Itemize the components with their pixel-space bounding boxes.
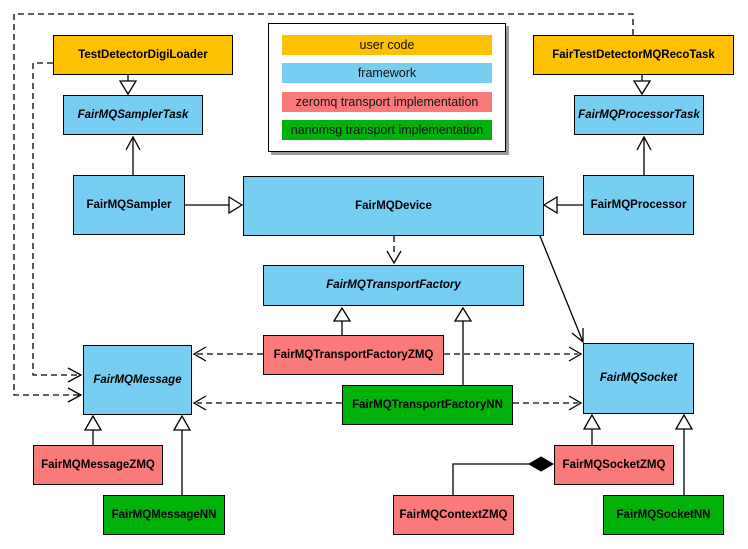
dependency-factorynn-socket [513, 395, 583, 411]
class-label: FairMQTransportFactory [326, 279, 461, 292]
class-box-fairmqdevice: FairMQDevice [243, 176, 544, 236]
dependency-device-transportfactory [386, 236, 402, 265]
dependency-recotask-message [13, 13, 634, 403]
legend-label: framework [357, 66, 417, 81]
class-label: FairMQSocketZMQ [562, 458, 666, 471]
class-box-fairmqprocessortask: FairMQProcessorTask [574, 95, 704, 135]
class-box-fairmqtransportfactorynn: FairMQTransportFactoryNN [342, 385, 513, 425]
class-label: FairMQContextZMQ [399, 508, 508, 521]
association-sampler-samplertask [125, 135, 141, 175]
class-label: FairMQSocketNN [616, 508, 711, 521]
class-box-fairtestdetectormqrecotask: FairTestDetectorMQRecoTask [533, 35, 734, 75]
class-box-fairmqsocketzmq: FairMQSocketZMQ [554, 445, 674, 485]
inheritance-socketnn-socket [674, 413, 694, 495]
inheritance-messagenn-message [172, 414, 192, 495]
legend-label: user code [359, 38, 415, 52]
inheritance-socketzmq-socket [582, 413, 602, 445]
inheritance-factoryzmq-transportfactory [332, 306, 352, 335]
dependency-factoryzmq-socket [444, 346, 583, 362]
inheritance-messagezmq-message [83, 414, 103, 445]
legend-item-zeromq: zeromq transport implementation [282, 91, 492, 112]
class-label: FairMQTransportFactoryZMQ [273, 348, 434, 361]
class-box-fairmqsamplertask: FairMQSamplerTask [63, 95, 203, 135]
class-label: TestDetectorDigiLoader [78, 48, 208, 61]
class-label: FairMQProcessor [590, 198, 687, 211]
class-box-fairmqprocessor: FairMQProcessor [583, 175, 694, 235]
class-label: FairMQProcessorTask [578, 108, 700, 121]
class-box-fairmqsocketnn: FairMQSocketNN [603, 495, 724, 535]
legend-label: zeromq transport implementation [295, 94, 479, 109]
inheritance-digiloader-samplertask [118, 75, 138, 96]
class-label: FairTestDetectorMQRecoTask [552, 48, 715, 61]
class-label: FairMQSamplerTask [77, 108, 189, 121]
legend-box: user code framework zeromq transport imp… [268, 23, 506, 152]
class-box-fairmqsocket: FairMQSocket [583, 343, 694, 414]
legend-item-user-code: user code [282, 35, 492, 55]
class-label: FairMQMessageNN [111, 508, 217, 521]
composition-contextzmq-socketzmq [452, 456, 554, 495]
inheritance-sampler-device [185, 195, 244, 215]
dependency-digiloader-message [32, 62, 83, 383]
class-box-fairmqmessagezmq: FairMQMessageZMQ [33, 445, 163, 485]
association-device-socket [539, 235, 584, 344]
class-box-testdetectordigiloader: TestDetectorDigiLoader [53, 35, 233, 75]
class-label: FairMQMessageZMQ [41, 458, 155, 471]
class-box-fairmqmessage: FairMQMessage [83, 345, 192, 415]
legend-item-framework: framework [282, 63, 492, 84]
class-label: FairMQSocket [599, 372, 678, 385]
legend-label: nanomsg transport implementation [290, 122, 484, 137]
class-box-fairmqsampler: FairMQSampler [73, 175, 185, 235]
inheritance-processor-device [542, 195, 583, 215]
inheritance-factorynn-transportfactory [453, 306, 473, 385]
inheritance-recotask-processortask [632, 75, 652, 96]
class-label: FairMQDevice [355, 199, 432, 212]
class-box-fairmqcontextzmq: FairMQContextZMQ [393, 495, 514, 535]
class-label: FairMQMessage [93, 373, 182, 386]
class-box-fairmqtransportfactoryzmq: FairMQTransportFactoryZMQ [263, 335, 444, 375]
class-label: FairMQSampler [86, 198, 172, 211]
legend-item-nanomsg: nanomsg transport implementation [282, 119, 492, 140]
dependency-factorynn-message [192, 395, 342, 411]
class-label: FairMQTransportFactoryNN [352, 398, 503, 411]
class-box-fairmqmessagenn: FairMQMessageNN [103, 495, 225, 535]
class-box-fairmqtransportfactory: FairMQTransportFactory [263, 265, 524, 306]
association-processor-processortask [636, 135, 652, 175]
dependency-factoryzmq-message [192, 346, 263, 362]
